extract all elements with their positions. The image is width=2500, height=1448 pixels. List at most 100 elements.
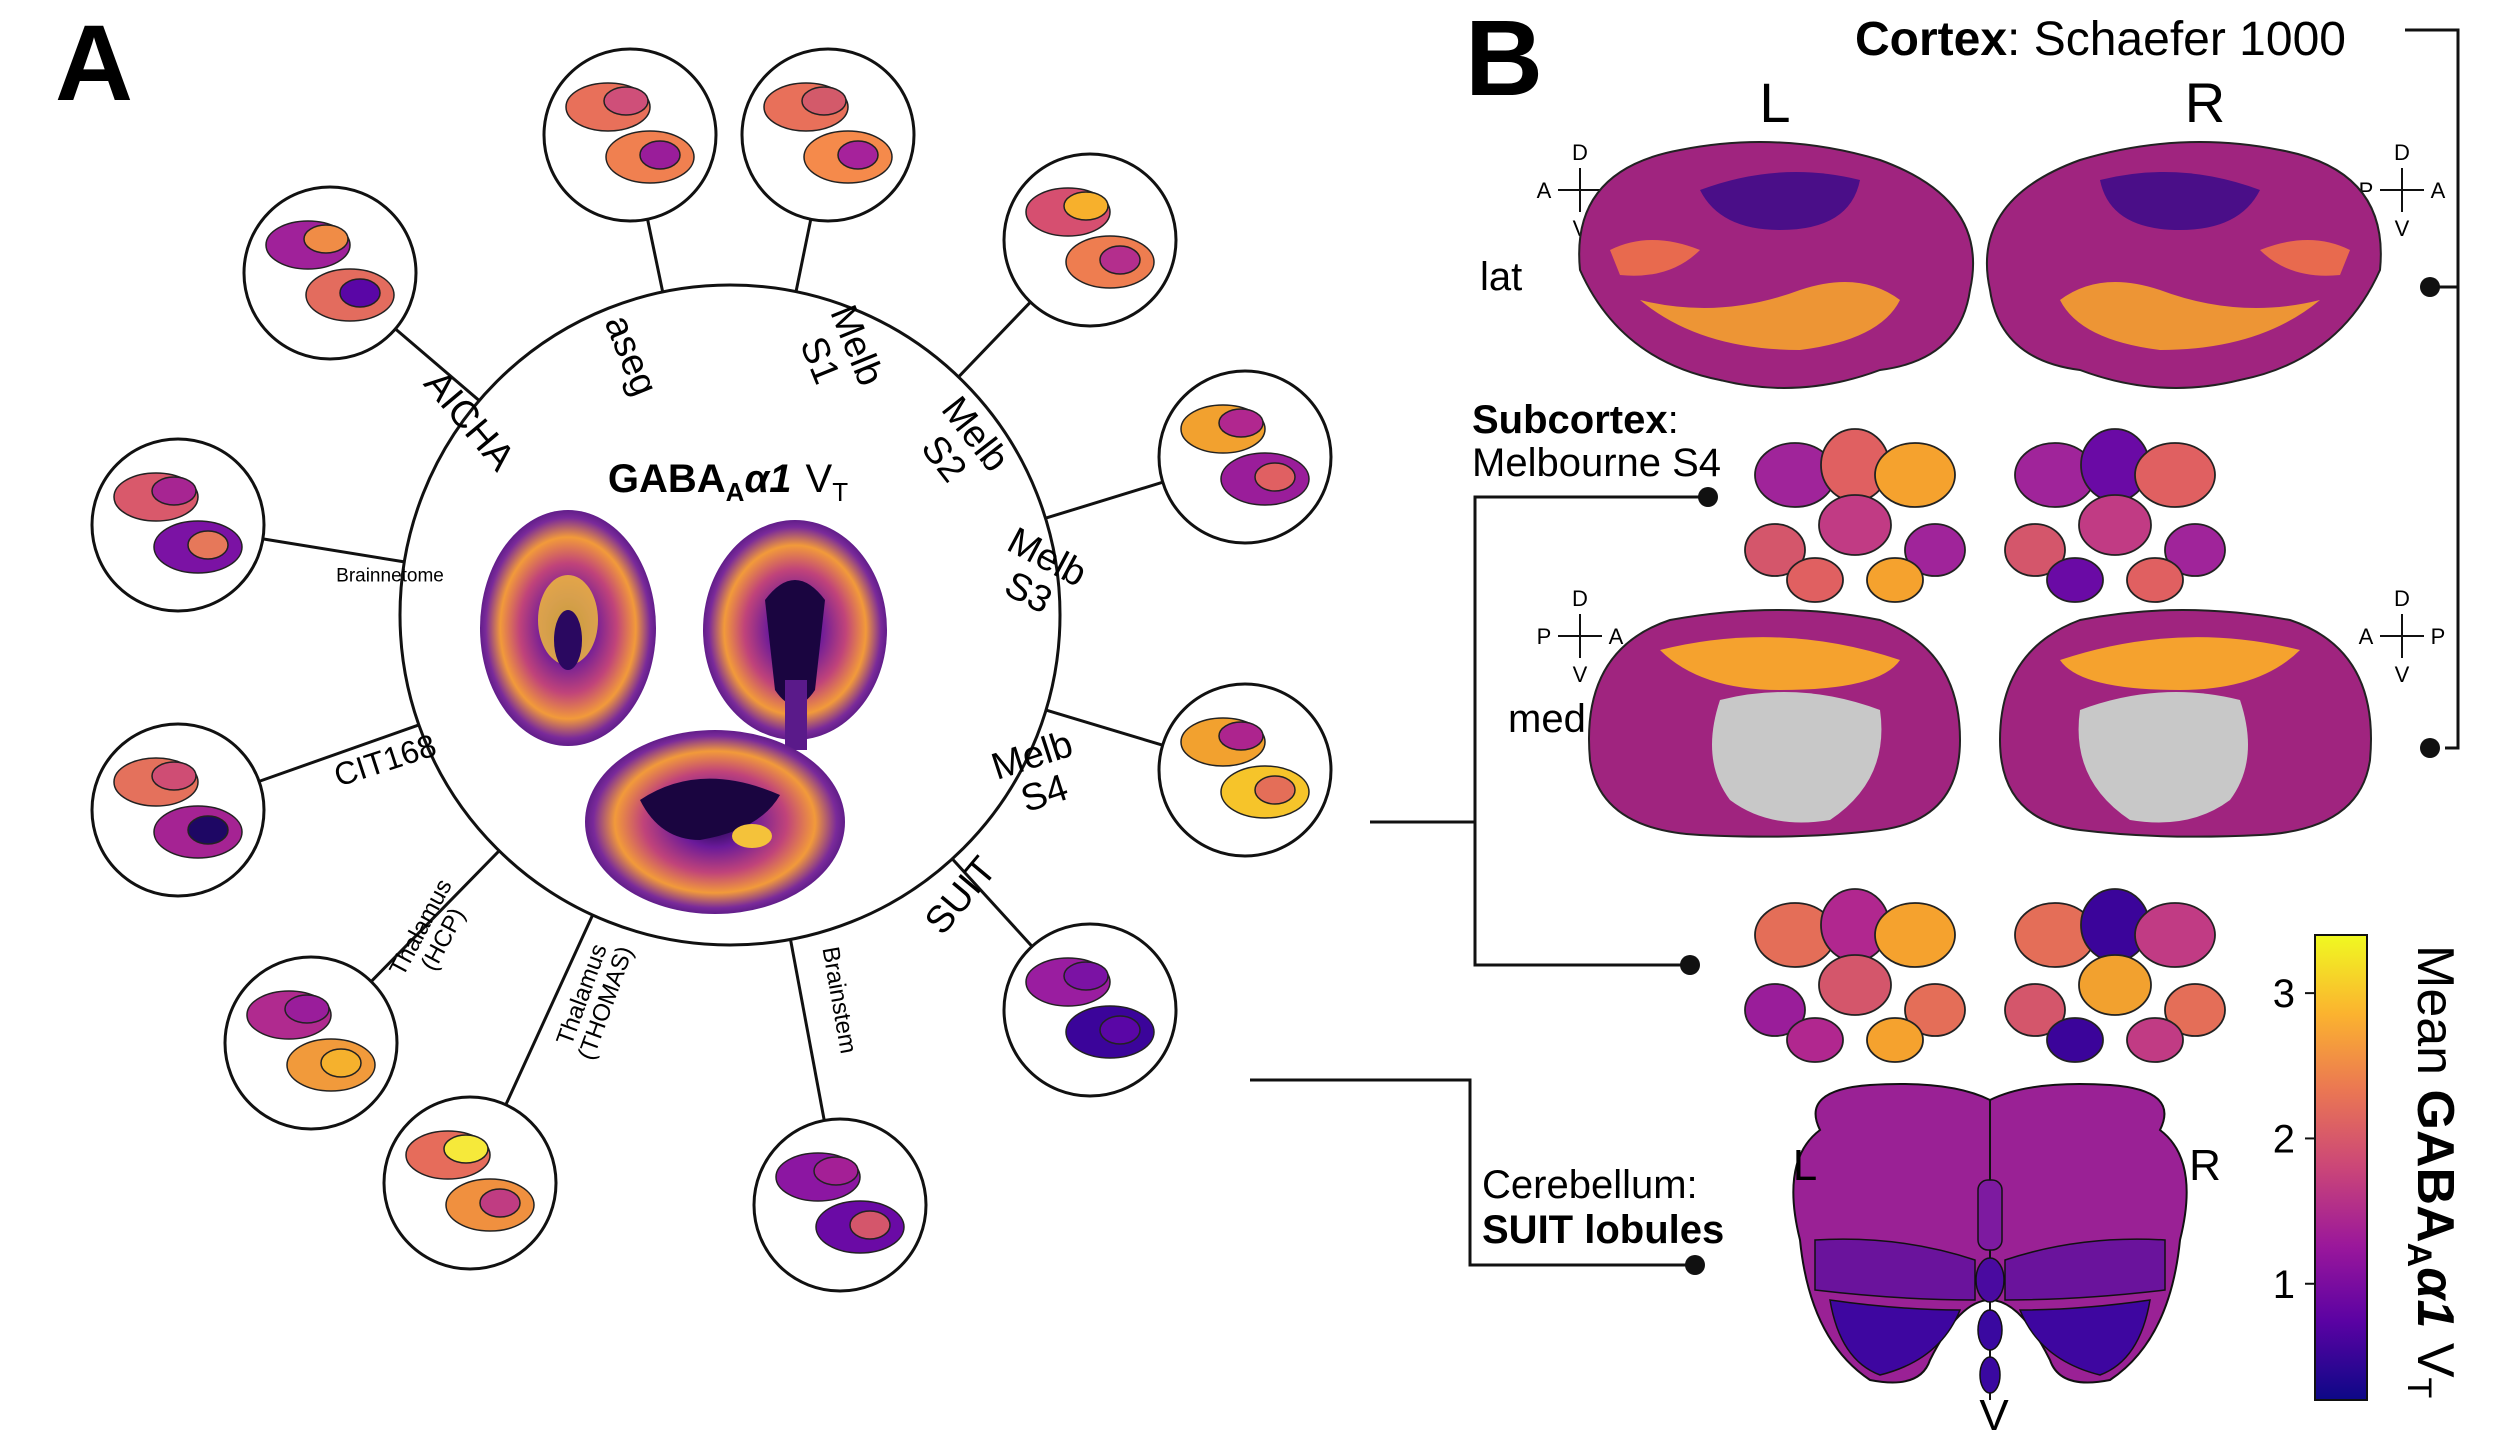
- compass-right-label: A: [1609, 624, 1624, 649]
- orientation-compasses: DVAPDVPADVPADVAP: [1537, 140, 2446, 687]
- cortex-title-bold: Cortex: [1855, 13, 2007, 66]
- compass-dorsal-label: D: [1572, 586, 1588, 611]
- cerebellum-ventral-label: V: [1979, 1391, 2009, 1440]
- region-shape: [1218, 408, 1264, 438]
- subcortex-renderings: [1744, 428, 2226, 1063]
- cortex-lateral-left: [1578, 141, 1975, 389]
- region-shape: [801, 86, 847, 116]
- hemisphere-left-label: L: [1759, 71, 1790, 134]
- subcortex-region: [1866, 1017, 1924, 1063]
- subcortex-region: [1818, 954, 1892, 1016]
- atlas-circle-brainnetome: [90, 437, 266, 613]
- panel-b: B Cortex: Schaefer 1000 L R lat med DVAP…: [1250, 0, 2464, 1440]
- panel-b-letter: B: [1465, 0, 1543, 118]
- spoke-line: [794, 218, 813, 292]
- colorbar-title-gaba: GABA: [2406, 1090, 2464, 1243]
- atlas-circle-aicha: [242, 185, 418, 361]
- medial-view-label: med: [1508, 697, 1586, 741]
- cerebellum-left-label: L: [1793, 1141, 1817, 1190]
- region-shape: [849, 1210, 891, 1240]
- compass-dorsal-label: D: [2394, 140, 2410, 165]
- subcortex-region: [1866, 557, 1924, 603]
- atlas-circle-aseg: [542, 47, 718, 223]
- region-shape: [284, 994, 330, 1024]
- spoke-line: [957, 301, 1032, 378]
- center-title-alpha: α1: [744, 457, 791, 501]
- colorbar-title-pre: Mean: [2406, 945, 2464, 1090]
- spoke-line: [789, 939, 826, 1121]
- region-shape: [813, 1156, 859, 1186]
- region-shape: [837, 140, 879, 170]
- subcortex-title: Subcortex:: [1472, 398, 1679, 442]
- subcortex-region: [2164, 523, 2226, 577]
- compass-ventral-label: V: [2395, 662, 2410, 687]
- colorbar-title: Mean GABAAα1 VT: [2400, 945, 2464, 1398]
- subcortex-region: [1786, 557, 1844, 603]
- atlas-circle-brainstem: [752, 1117, 928, 1293]
- subcortex-region: [2078, 494, 2152, 556]
- subcortex-view: [1744, 888, 1966, 1063]
- region-shape: [339, 278, 381, 308]
- region-shape: [1099, 245, 1141, 275]
- atlas-label-brainstem: Brainstem: [816, 945, 861, 1056]
- hemisphere-right-label: R: [2185, 71, 2225, 134]
- colorbar-tick-label: 3: [2273, 972, 2295, 1016]
- subcortex-region: [2134, 442, 2216, 508]
- subcortex-region: [2126, 557, 2184, 603]
- compass-ventral-label: V: [2395, 216, 2410, 241]
- subcortex-view: [2004, 428, 2226, 603]
- colorbar-title-t: T: [2400, 1378, 2438, 1399]
- spoke-line: [394, 327, 481, 402]
- center-title-gaba: GABA: [608, 457, 726, 501]
- compass-right-label: P: [2431, 624, 2446, 649]
- colorbar-tick-label: 2: [2273, 1117, 2295, 1161]
- center-title-sub: A: [726, 477, 745, 507]
- center-title-t: T: [832, 477, 848, 507]
- region-shape: [1063, 961, 1109, 991]
- subcortex-subtitle: Melbourne S4: [1472, 441, 1721, 485]
- atlas-circle-thal-thomas: [382, 1095, 558, 1271]
- spoke-line: [504, 914, 595, 1106]
- spoke-lines: [258, 218, 1164, 1121]
- subcortex-region: [2004, 523, 2066, 577]
- cortex-title: Cortex: Schaefer 1000: [1855, 13, 2346, 66]
- lateral-view-label: lat: [1480, 255, 1522, 299]
- cerebellum-right-label: R: [2189, 1141, 2221, 1190]
- spoke-line: [1045, 708, 1164, 747]
- subcortex-region: [1874, 902, 1956, 968]
- colorbar-title-sub: A: [2400, 1243, 2438, 1268]
- subcortex-title-colon: :: [1668, 398, 1679, 442]
- region-shape: [1099, 1015, 1141, 1045]
- cortex-title-rest: : Schaefer 1000: [2007, 13, 2346, 66]
- region-shape: [1254, 462, 1296, 492]
- atlas-circle-thal-hcp: [223, 955, 399, 1131]
- compass-left-label: A: [2359, 624, 2374, 649]
- subcortex-view: [1744, 428, 1966, 603]
- cortex-medial-right: [1998, 609, 2372, 838]
- atlas-label-line: Brainstem: [816, 945, 861, 1056]
- region-shape: [479, 1188, 521, 1218]
- region-shape: [151, 761, 197, 791]
- panel-a-letter: A: [55, 2, 133, 123]
- colorbar: 123 Mean GABAAα1 VT: [2273, 934, 2464, 1401]
- subcortex-region: [1904, 983, 1966, 1037]
- pet-coronal-image: [703, 520, 887, 750]
- subcortex-title-bold: Subcortex: [1472, 398, 1668, 442]
- subcortex-region: [1904, 523, 1966, 577]
- colorbar-ticks: 123: [2273, 972, 2315, 1307]
- region-shape: [639, 140, 681, 170]
- compass-dorsal-label: D: [1572, 140, 1588, 165]
- subcortex-region: [2046, 1017, 2104, 1063]
- compass-right-label: A: [2431, 178, 2446, 203]
- region-shape: [1218, 721, 1264, 751]
- atlas-circle-melb-s3: [1157, 369, 1333, 545]
- colorbar-title-v: V: [2406, 1328, 2464, 1377]
- cortex-lateral-right: [1985, 141, 2382, 389]
- compass-left-label: P: [1537, 624, 1552, 649]
- subcortex-view: [2004, 888, 2226, 1063]
